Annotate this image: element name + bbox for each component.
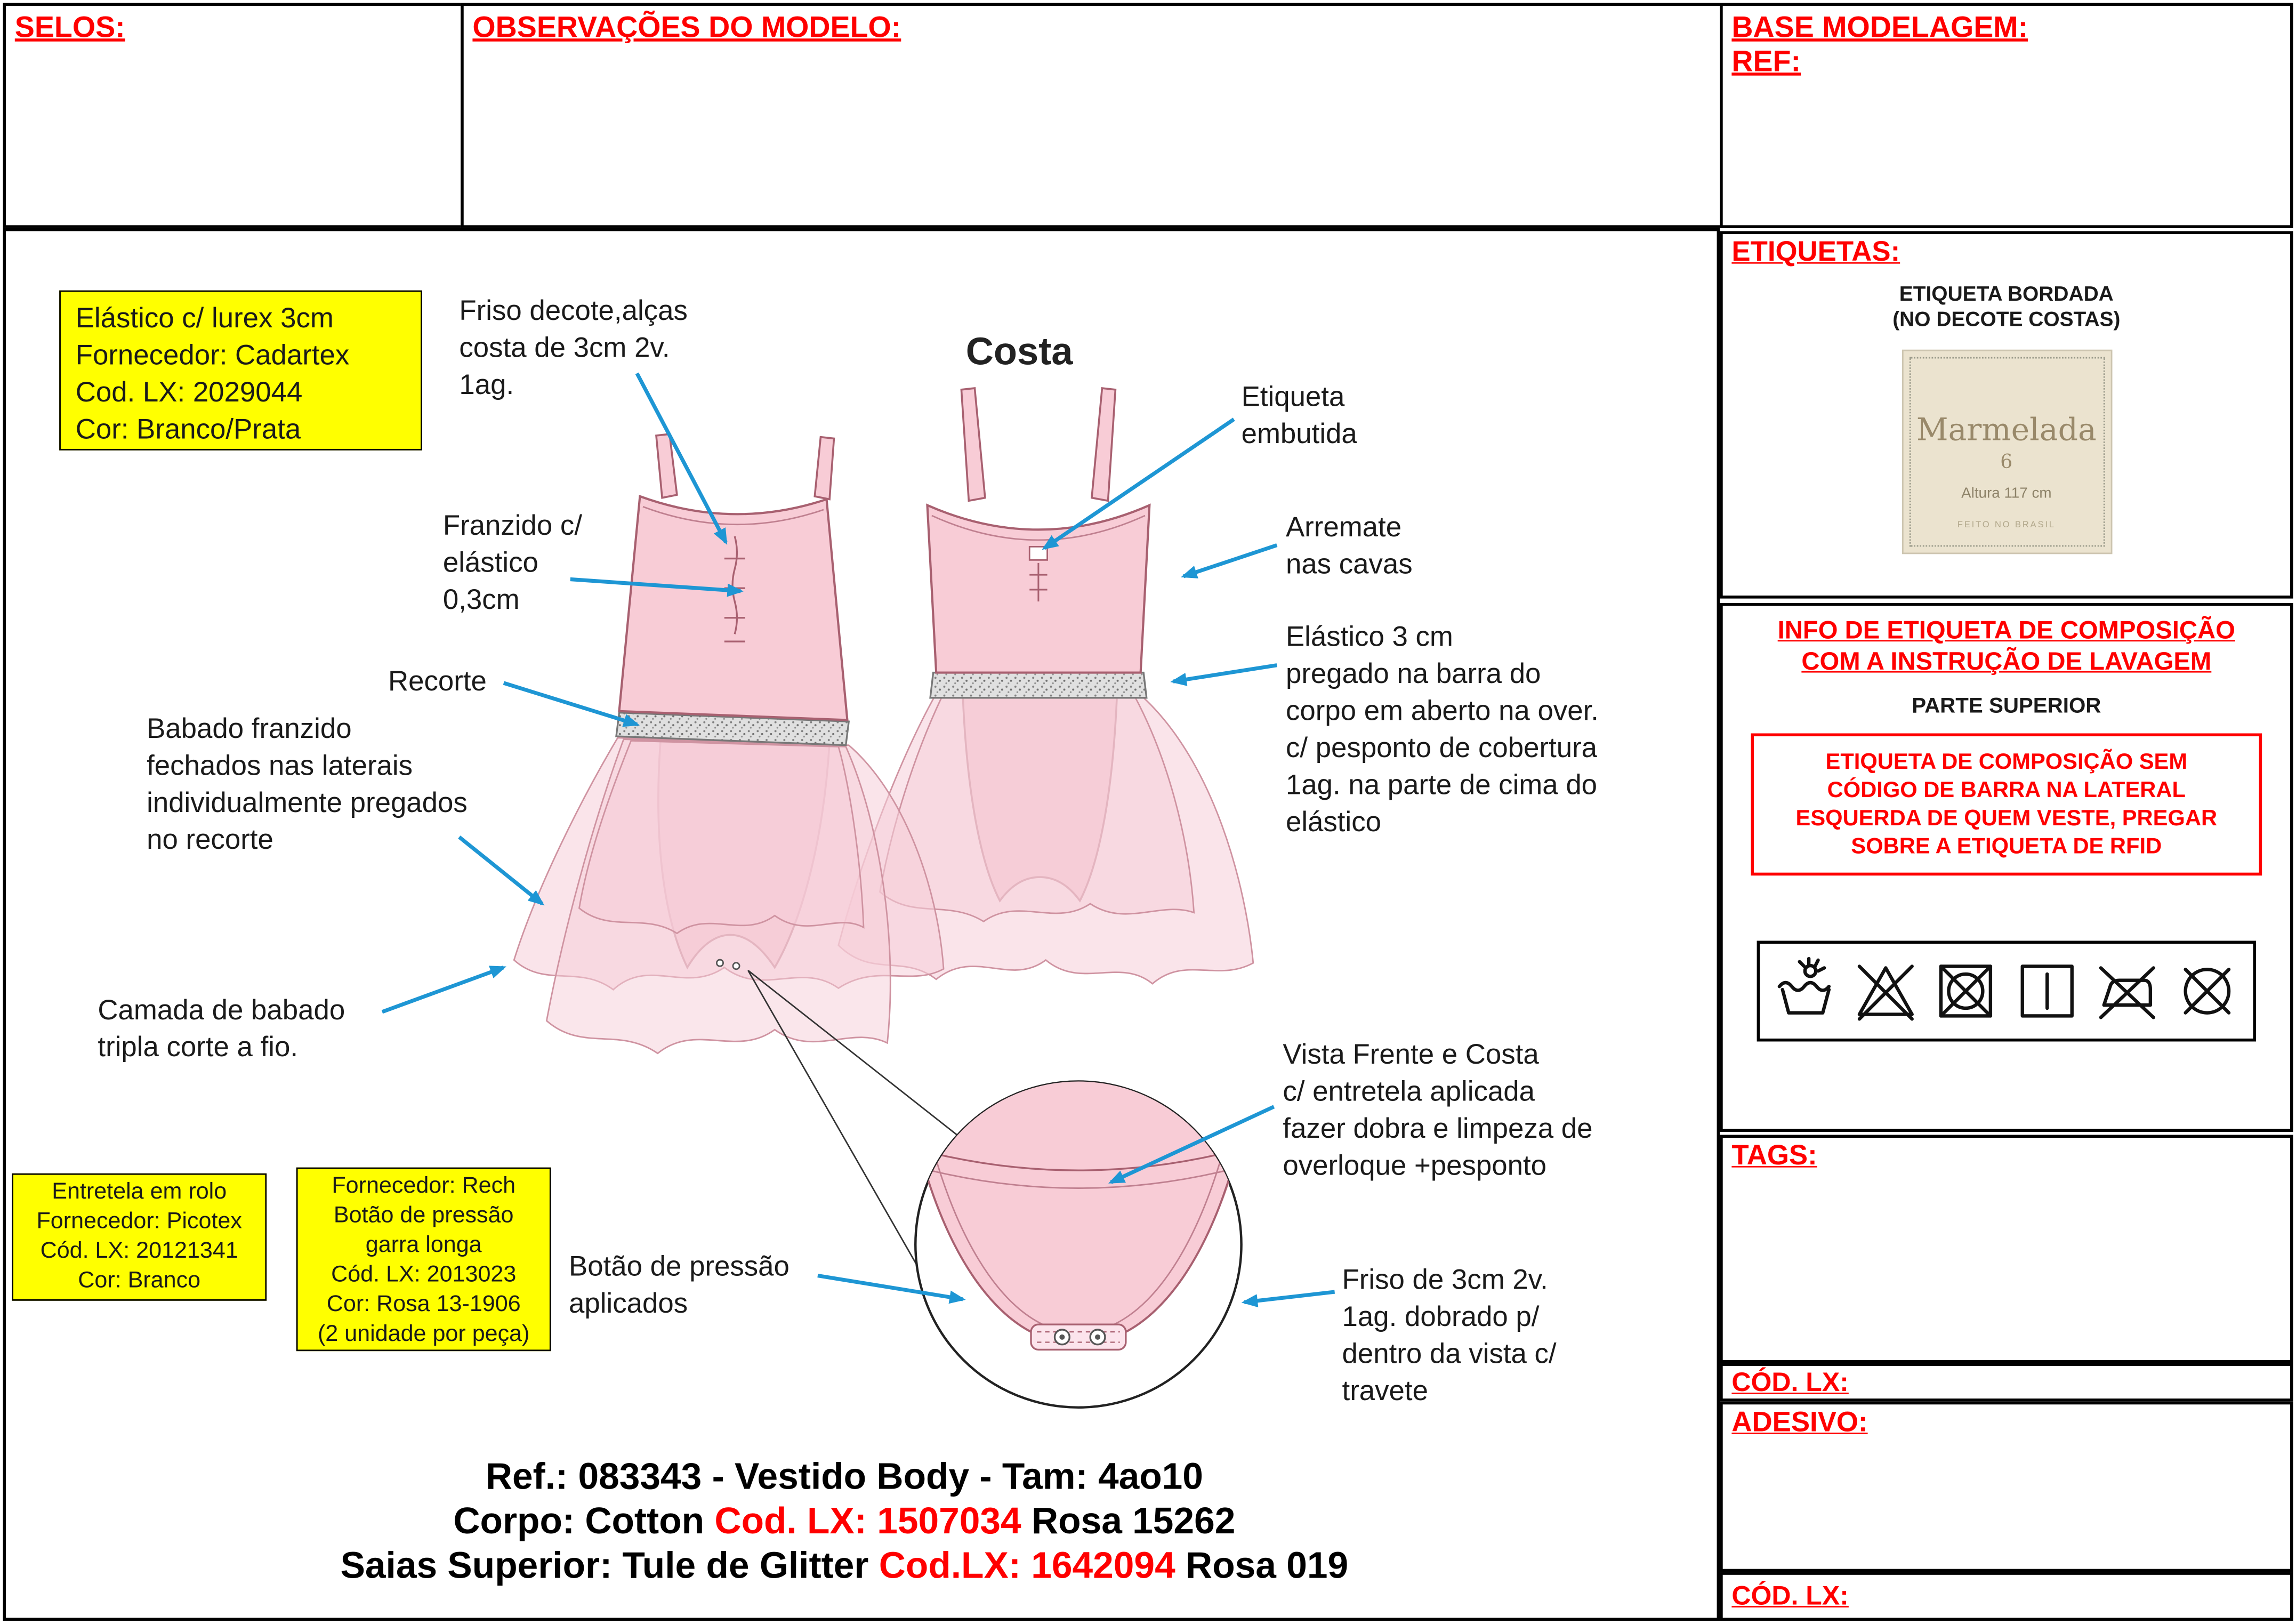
- tags-label: TAGS:: [1731, 1140, 1817, 1172]
- line-dry-icon: [2020, 964, 2073, 1018]
- embedded-label-mark: [1028, 545, 1048, 561]
- observacoes-label: OBSERVAÇÕES DO MODELO:: [472, 12, 901, 45]
- callout-arrows: [381, 372, 1335, 1308]
- tags-section: TAGS:: [1720, 1135, 2293, 1363]
- brand-origin: FEITO NO BRASIL: [1957, 521, 2056, 530]
- parte-superior-label: PARTE SUPERIOR: [1912, 695, 2101, 719]
- brand-size: 6: [2000, 452, 2013, 475]
- cod-lx-label-top: CÓD. LX:: [1731, 1367, 1849, 1397]
- care-symbols-box: [1757, 940, 2257, 1042]
- brand-name: Marmelada: [1916, 412, 2097, 448]
- etiqueta-bordada-title: ETIQUETA BORDADA (NO DECOTE COSTAS): [1892, 281, 2121, 331]
- garment-technical-drawing: [381, 372, 1335, 1409]
- note-babado: Babado franzido fechados nas laterais in…: [147, 714, 468, 857]
- observacoes-cell: OBSERVAÇÕES DO MODELO:: [461, 3, 1723, 228]
- body-fabric-code: Cod. LX: 1507034: [714, 1500, 1021, 1542]
- cod-lx-row-bottom: CÓD. LX:: [1720, 1572, 2293, 1621]
- note-franzido: Franzido c/ elástico 0,3cm: [442, 511, 583, 616]
- etiquetas-section: ETIQUETAS: ETIQUETA BORDADA (NO DECOTE C…: [1720, 231, 2293, 599]
- ref-label: REF:: [1731, 46, 1801, 79]
- reference-footer: Ref.: 083343 - Vestido Body - Tam: 4ao10…: [156, 1455, 1533, 1588]
- cod-lx-label-bottom: CÓD. LX:: [1731, 1580, 1849, 1611]
- selos-cell: SELOS:: [3, 3, 464, 228]
- supply-box-elastico-lurex: Elástico c/ lurex 3cm Fornecedor: Cadart…: [59, 290, 422, 451]
- hand-wash-icon: [1777, 957, 1831, 1015]
- no-iron-icon: [2099, 966, 2155, 1019]
- crotch-detail-circle: [914, 1080, 1243, 1409]
- back-view-figure: [837, 387, 1254, 985]
- note-etiqueta-embutida: Etiqueta embutida: [1241, 382, 1357, 451]
- body-fabric-line: Corpo: Cotton Cod. LX: 1507034 Rosa 1526…: [453, 1500, 1236, 1542]
- note-arremate: Arremate nas cavas: [1285, 512, 1413, 581]
- note-vista: Vista Frente e Costa c/ entretela aplica…: [1283, 1040, 1593, 1183]
- skirt-fabric-code: Cod.LX: 1642094: [879, 1545, 1175, 1587]
- info-etiqueta-title: INFO DE ETIQUETA DE COMPOSIÇÃO COM A INS…: [1777, 616, 2235, 676]
- info-etiqueta-section: INFO DE ETIQUETA DE COMPOSIÇÃO COM A INS…: [1720, 602, 2293, 1132]
- base-modelagem-cell: BASE MODELAGEM: REF:: [1720, 3, 2293, 228]
- adesivo-label: ADESIVO:: [1731, 1407, 1868, 1439]
- back-view-title: Costa: [965, 328, 1073, 374]
- note-camada: Camada de babado tripla corte a fio.: [98, 995, 345, 1064]
- no-bleach-icon: [1858, 964, 1914, 1021]
- etiquetas-label: ETIQUETAS:: [1731, 237, 1900, 268]
- note-botao-pressao: Botão de pressão aplicados: [569, 1252, 789, 1320]
- note-recorte: Recorte: [388, 666, 487, 698]
- adesivo-section: ADESIVO:: [1720, 1401, 2293, 1572]
- selos-label: SELOS:: [14, 12, 125, 45]
- supply-box-entretela: Entretela em rolo Fornecedor: Picotex Có…: [12, 1173, 267, 1301]
- brand-height: Altura 117 cm: [1961, 486, 2052, 502]
- brand-woven-label: Marmelada 6 Altura 117 cm FEITO NO BRASI…: [1901, 349, 2112, 554]
- front-view-figure: [513, 433, 945, 1055]
- cod-lx-row-top: CÓD. LX:: [1720, 1363, 2293, 1402]
- skirt-fabric-line: Saias Superior: Tule de Glitter Cod.LX: …: [340, 1545, 1349, 1587]
- note-elastico-3cm: Elástico 3 cm pregado na barra do corpo …: [1285, 622, 1599, 839]
- composicao-note-box: ETIQUETA DE COMPOSIÇÃO SEM CÓDIGO DE BAR…: [1751, 733, 2262, 876]
- note-friso-3cm: Friso de 3cm 2v. 1ag. dobrado p/ dentro …: [1342, 1265, 1557, 1408]
- supply-box-botao-pressao: Fornecedor: Rech Botão de pressão garra …: [296, 1167, 551, 1352]
- no-dry-clean-icon: [2184, 968, 2231, 1015]
- no-tumble-dry-icon: [1939, 964, 1993, 1018]
- base-modelagem-label: BASE MODELAGEM:: [1731, 12, 2028, 45]
- magnifier-lines: [747, 969, 957, 1266]
- ref-line: Ref.: 083343 - Vestido Body - Tam: 4ao10: [485, 1456, 1203, 1498]
- note-friso-decote: Friso decote,alças costa de 3cm 2v. 1ag.: [459, 296, 688, 402]
